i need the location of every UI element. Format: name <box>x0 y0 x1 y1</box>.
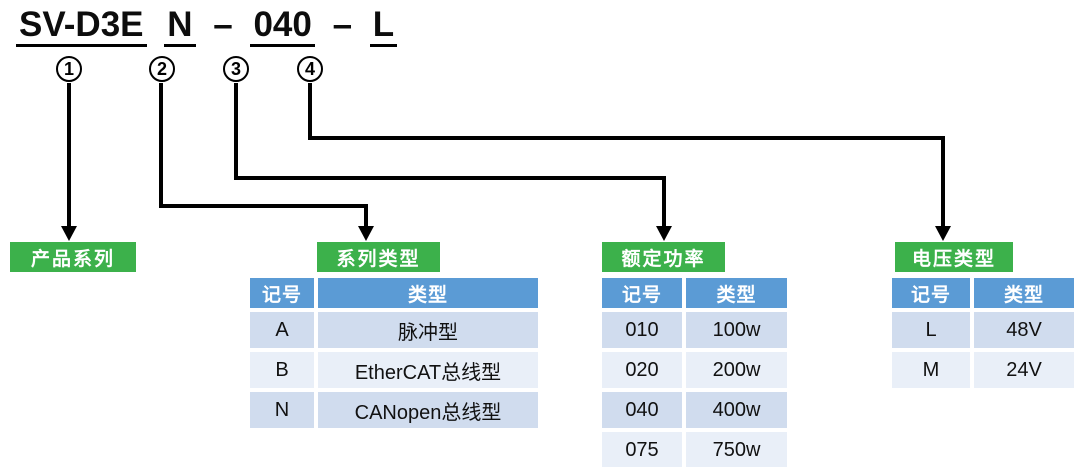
series-type-table: 记号 类型 A 脉冲型 B EtherCAT总线型 N CANopen总线型 <box>250 278 538 432</box>
connector-line-4 <box>308 83 945 227</box>
model-code-title: SV-D3E N – 040 – L <box>16 5 398 47</box>
label-series-type: 系列类型 <box>317 242 440 272</box>
column-header-code: 记号 <box>892 278 970 308</box>
cell-type: EtherCAT总线型 <box>318 352 538 388</box>
cell-type: 脉冲型 <box>318 312 538 348</box>
label-voltage-type: 电压类型 <box>895 242 1013 272</box>
rated-power-table: 记号 类型 010 100w 020 200w 040 400w 075 750… <box>602 278 787 467</box>
table-row: 010 100w <box>602 312 787 348</box>
callout-3-circle: 3 <box>223 56 249 82</box>
cell-type: CANopen总线型 <box>318 392 538 428</box>
table-row: A 脉冲型 <box>250 312 538 348</box>
column-header-type: 类型 <box>686 278 787 308</box>
cell-type: 24V <box>974 352 1074 388</box>
model-separator-dash: – <box>213 5 233 44</box>
column-header-type: 类型 <box>974 278 1074 308</box>
cell-code: 040 <box>602 392 682 428</box>
table-row: 040 400w <box>602 392 787 428</box>
cell-code: L <box>892 312 970 348</box>
cell-code: N <box>250 392 314 428</box>
model-segment-type: N <box>164 7 196 47</box>
arrowhead-icon-2 <box>358 226 374 241</box>
table-header-row: 记号 类型 <box>602 278 787 308</box>
table-header-row: 记号 类型 <box>892 278 1074 308</box>
table-row: 075 750w <box>602 432 787 467</box>
label-product-series: 产品系列 <box>10 242 136 272</box>
column-header-code: 记号 <box>602 278 682 308</box>
cell-code: 020 <box>602 352 682 388</box>
callout-1-circle: 1 <box>56 56 82 82</box>
arrowhead-icon-3 <box>656 226 672 241</box>
table-header-row: 记号 类型 <box>250 278 538 308</box>
model-segment-power: 040 <box>250 7 315 47</box>
table-row: 020 200w <box>602 352 787 388</box>
model-segment-series: SV-D3E <box>16 7 147 47</box>
column-header-code: 记号 <box>250 278 314 308</box>
arrowhead-icon-1 <box>61 226 77 241</box>
voltage-type-table: 记号 类型 L 48V M 24V <box>892 278 1074 392</box>
cell-code: 075 <box>602 432 682 467</box>
cell-type: 400w <box>686 392 787 428</box>
cell-type: 48V <box>974 312 1074 348</box>
cell-code: 010 <box>602 312 682 348</box>
callout-4-circle: 4 <box>297 56 323 82</box>
cell-type: 750w <box>686 432 787 467</box>
connector-line-3 <box>234 83 666 227</box>
label-rated-power: 额定功率 <box>602 242 725 272</box>
connector-line-2 <box>159 83 368 227</box>
table-row: L 48V <box>892 312 1074 348</box>
cell-type: 200w <box>686 352 787 388</box>
cell-code: A <box>250 312 314 348</box>
cell-code: B <box>250 352 314 388</box>
cell-code: M <box>892 352 970 388</box>
model-segment-voltage: L <box>369 7 398 47</box>
model-separator-dash: – <box>332 5 353 44</box>
column-header-type: 类型 <box>318 278 538 308</box>
callout-2-circle: 2 <box>149 56 175 82</box>
table-row: B EtherCAT总线型 <box>250 352 538 388</box>
cell-type: 100w <box>686 312 787 348</box>
table-row: M 24V <box>892 352 1074 388</box>
arrowhead-icon-4 <box>935 226 951 241</box>
table-row: N CANopen总线型 <box>250 392 538 428</box>
